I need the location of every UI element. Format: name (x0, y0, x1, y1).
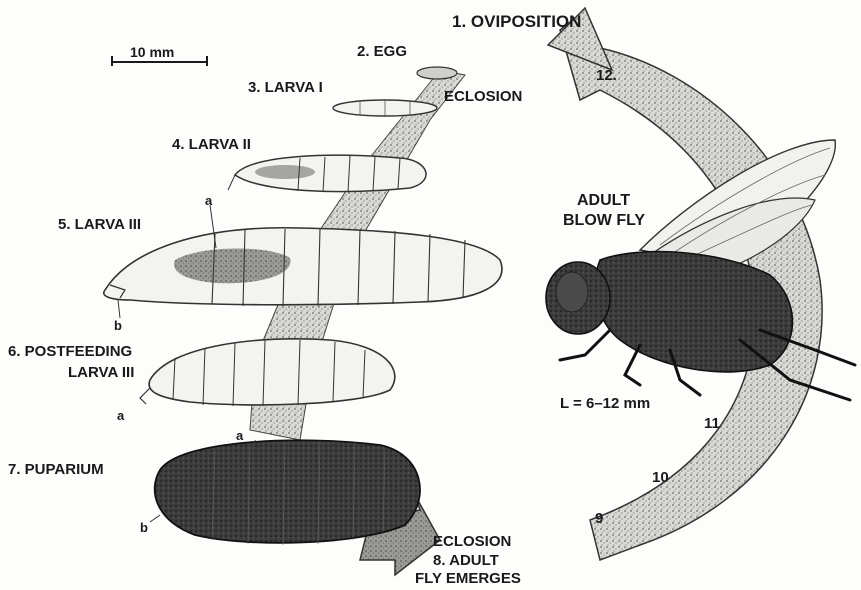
label-oviposition: 1. OVIPOSITION (452, 12, 581, 31)
marker-a-larva3: a (205, 193, 213, 208)
postfeeding-larva (149, 339, 395, 405)
puparium (155, 440, 420, 543)
label-adult-emerges-1: 8. ADULT (433, 552, 499, 569)
label-eclosion-bottom: ECLOSION (433, 533, 511, 550)
label-postfeeding-1: 6. POSTFEEDING (8, 343, 132, 360)
label-larva-3: 5. LARVA III (58, 216, 141, 233)
marker-b-puparium: b (140, 520, 148, 535)
scale-bar-label: 10 mm (130, 44, 174, 60)
label-larva-2: 4. LARVA II (172, 136, 251, 153)
egg (417, 67, 457, 79)
marker-b-larva3: b (114, 318, 122, 333)
label-egg: 2. EGG (357, 43, 407, 60)
label-adult-title-1: ADULT (577, 192, 630, 209)
day-9: 9 (595, 510, 603, 527)
label-puparium: 7. PUPARIUM (8, 461, 104, 478)
label-adult-title-2: BLOW FLY (563, 212, 645, 229)
day-10: 10 (652, 469, 669, 486)
label-eclosion-top: ECLOSION (444, 88, 522, 105)
label-adult-length: L = 6–12 mm (560, 395, 650, 412)
marker-a-postfeeding: a (117, 408, 125, 423)
label-larva-1: 3. LARVA I (248, 79, 323, 96)
marker-a-puparium: a (236, 428, 244, 443)
larva-3 (104, 228, 502, 305)
label-postfeeding-2: LARVA III (68, 364, 134, 381)
day-11: 11 (704, 415, 720, 432)
label-adult-emerges-2: FLY EMERGES (415, 570, 521, 587)
day-12: 12. (596, 67, 617, 84)
